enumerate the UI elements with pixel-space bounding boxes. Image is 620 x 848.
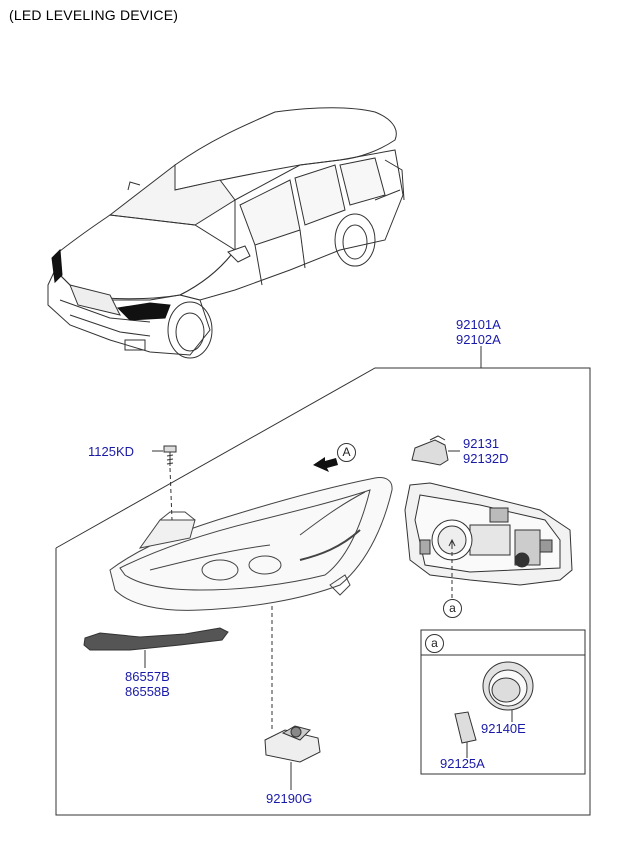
module-drawing [264,725,321,790]
housing-back-drawing [404,482,573,598]
detail-reference-a: a [443,599,462,618]
label-cap[interactable]: 92140E [481,721,526,736]
detail-box-reference-a: a [425,634,444,653]
part-number-92101a: 92101A [456,317,501,332]
part-number-86557b: 86557B [125,669,170,684]
view-reference-a: A [337,443,356,462]
part-number-92131: 92131 [463,436,500,451]
gasket-drawing [454,711,477,758]
detail-box [420,629,586,775]
cap-drawing [482,661,534,722]
assembly-frame [55,346,591,816]
view-arrow [313,457,338,472]
headlamp-drawing [109,477,393,611]
part-number-92102a: 92102A [456,332,501,347]
part-number-92132d: 92132D [463,451,509,466]
label-garnish[interactable]: 86557B 86558B [125,669,170,699]
label-gasket[interactable]: 92125A [440,756,485,771]
bracket-drawing [411,435,460,466]
garnish-drawing [83,627,229,668]
screw-drawing [152,445,177,521]
diagram-title: (LED LEVELING DEVICE) [9,7,179,23]
part-number-86558b: 86558B [125,684,170,699]
label-module[interactable]: 92190G [266,791,313,806]
label-bracket[interactable]: 92131 92132D [463,436,509,466]
label-screw[interactable]: 1125KD [88,444,135,459]
label-headlamp-assy[interactable]: 92101A 92102A [456,317,501,347]
car-illustration [47,107,405,359]
